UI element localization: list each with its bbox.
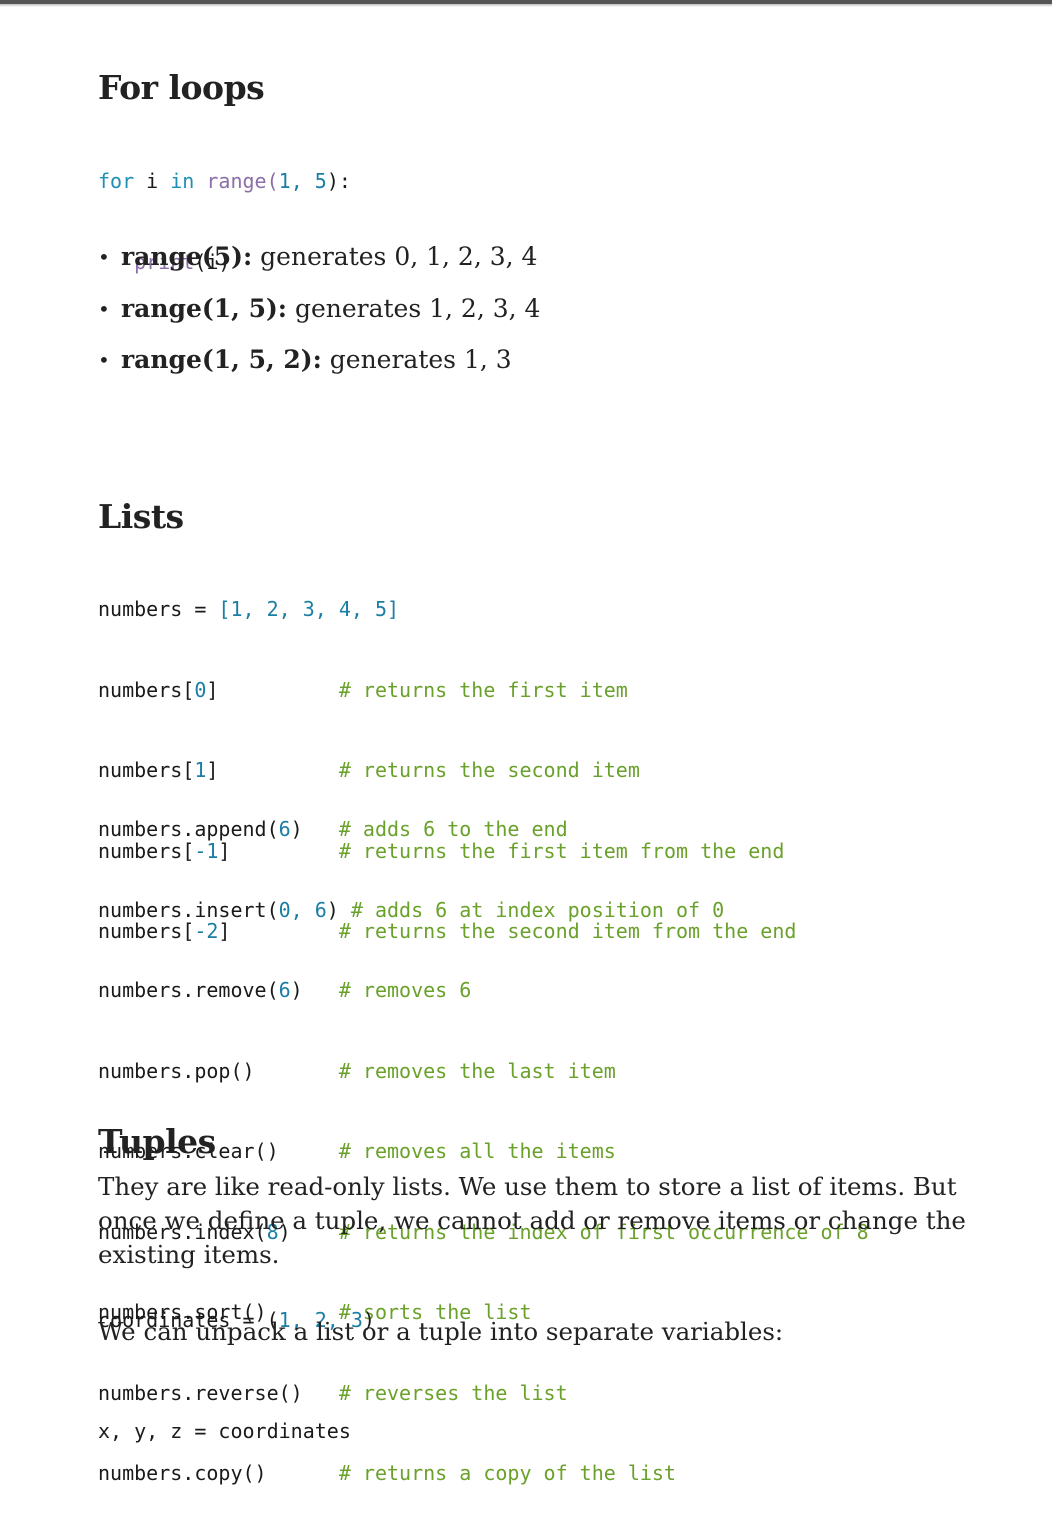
bullet-term: range(5): [121,242,253,271]
code-text: numbers.append( [98,817,279,841]
code-line: numbers.index(8) # returns the index of … [98,1216,869,1249]
range-bullet-list: range(5): generates 0, 1, 2, 3, 4 range(… [98,236,540,391]
number: 1 [194,758,207,782]
bracket: ] [218,838,231,863]
loop-variable: i [134,169,171,193]
window-top-shadow [0,4,1052,7]
code-comment: # sorts the list [338,1300,532,1324]
paren: ) [290,978,303,1002]
comma: , [290,169,315,193]
code-text: numbers.sort() [98,1300,267,1324]
code-line: numbers.sort() # sorts the list [98,1296,869,1329]
code-comment: # removes 6 [338,978,472,1002]
paren: ) [326,897,339,922]
code-text: numbers.index( [98,1219,267,1244]
tuple-code: coordinates = (1, 2, 3) [98,1256,375,1361]
code-comment: # adds 6 at index position of 0 [350,897,725,922]
code-text: numbers.pop() [98,1058,255,1083]
paren-open: ( [266,1308,279,1332]
number: 1 [278,169,291,193]
padding [255,1059,339,1083]
code-line: numbers.insert(0, 6) # adds 6 at index p… [98,894,869,927]
number: 6 [278,817,291,841]
paren-close: ) [362,1308,375,1332]
code-line: numbers.remove(6) # removes 6 [98,974,869,1007]
bullet-description: generates 1, 3 [321,345,512,374]
code-text: numbers[ [98,758,195,782]
code-line: numbers[-2] # returns the second item fr… [98,915,796,948]
bracket: ] [206,758,219,782]
number: 5 [314,169,327,193]
keyword-in: in [170,169,195,193]
code-line: numbers[-1] # returns the first item fro… [98,835,796,868]
number: 0, 6 [278,897,327,922]
code-text: numbers.remove( [98,978,279,1002]
code-comment: # returns the first item from the end [338,838,785,863]
list-literal: [1, 2, 3, 4, 5] [218,597,400,621]
code-text: numbers = [98,597,219,621]
bullet-description: generates 1, 2, 3, 4 [287,293,541,323]
code-line: x, y, z = coordinates [98,1419,351,1443]
paren-close-colon: ): [326,169,351,193]
heading-lists: Lists [98,497,184,536]
space [194,169,206,193]
unpack-code: x, y, z = coordinates [98,1367,351,1472]
function-range: range [206,169,267,193]
code-comment: # removes the last item [338,1058,616,1083]
padding [303,978,339,1002]
padding [218,678,338,702]
code-text: coordinates = [98,1308,267,1332]
bracket: ] [206,677,219,702]
code-text: numbers[ [98,838,195,863]
code-comment: # returns the second item from the end [338,919,797,943]
bullet-term: range(1, 5): [121,293,288,323]
paren: ) [290,817,303,841]
code-line: numbers[1] # returns the second item [98,754,796,787]
bullet-description: generates 0, 1, 2, 3, 4 [252,242,538,271]
code-comment: # adds 6 to the end [338,817,568,841]
padding [303,817,339,841]
paren-open: ( [266,169,279,193]
code-comment: # returns a copy of the list [338,1461,676,1485]
padding [279,1139,339,1163]
heading-tuples: Tuples [98,1122,216,1161]
tuple-values: 1, 2, 3 [278,1308,363,1332]
number: -2 [194,919,219,943]
number: -1 [194,838,219,863]
list-item: range(5): generates 0, 1, 2, 3, 4 [98,236,540,288]
padding [339,898,351,922]
bullet-term: range(1, 5, 2): [121,345,322,374]
window-top-border [0,0,1052,4]
code-text: numbers.insert( [98,897,279,922]
code-line: numbers.reverse() # reverses the list [98,1377,869,1410]
code-comment: # returns the second item [338,758,640,782]
unpack-description: We can unpack a list or a tuple into sep… [98,1317,784,1346]
list-item: range(1, 5, 2): generates 1, 3 [98,339,540,391]
number: 6 [278,978,291,1002]
heading-for-loops: For loops [98,68,265,107]
list-item: range(1, 5): generates 1, 2, 3, 4 [98,288,540,340]
code-line: numbers.append(6) # adds 6 to the end [98,813,869,846]
code-text: numbers[ [98,919,195,943]
code-comment: # returns the index of first occurrence … [338,1219,869,1244]
code-line: coordinates = (1, 2, 3) [98,1304,375,1337]
code-line: numbers.clear() # removes all the items [98,1135,869,1168]
number: 0 [194,677,207,702]
tuples-description: They are like read-only lists. We use th… [98,1172,966,1269]
paren: ) [278,1219,291,1244]
bracket: ] [218,919,231,943]
code-text: numbers[ [98,677,195,702]
list-indexing-code: numbers = [1, 2, 3, 4, 5] numbers[0] # r… [98,545,796,972]
code-text: numbers.clear() [98,1139,279,1163]
code-comment: # reverses the list [338,1380,568,1405]
keyword-for: for [98,169,135,193]
number: 8 [266,1219,279,1244]
code-line: numbers = [1, 2, 3, 4, 5] [98,593,796,626]
code-comment: # returns the first item [338,677,628,702]
code-text: numbers.reverse() [98,1380,303,1405]
code-line: numbers.pop() # removes the last item [98,1055,869,1088]
code-line: for i in range(1, 5): [98,165,351,198]
code-comment: # removes all the items [338,1139,616,1163]
code-line: numbers[0] # returns the first item [98,674,796,707]
